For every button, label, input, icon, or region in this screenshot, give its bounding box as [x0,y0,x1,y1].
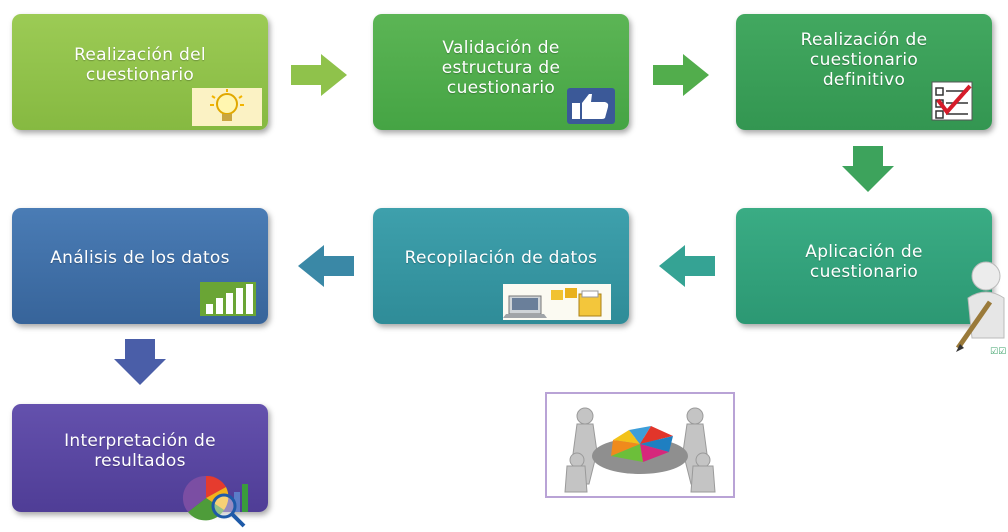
step-label: Validación de estructura de cuestionario [441,38,561,98]
step-label: Aplicación de cuestionario [805,242,923,282]
step-label: Realización de cuestionario definitivo [800,30,928,90]
arrow-down-2 [114,339,166,389]
chart-magnifier-icon [180,472,264,532]
arrow-left-2 [298,245,354,291]
step-aplicacion-cuestionario: Aplicación de cuestionario [736,208,992,324]
checklist-icon [930,80,974,127]
files-transfer-icon [503,284,611,325]
arrow-left-1 [659,245,715,291]
pen-figure-icon: ☑☑ [946,258,1006,360]
step-label: Interpretación de resultados [64,431,216,471]
step-realizacion-cuestionario: Realización del cuestionario [12,14,268,130]
step-realizacion-definitivo: Realización de cuestionario definitivo [736,14,992,130]
step-label: Recopilación de datos [404,248,598,268]
arrow-down-1 [842,146,894,196]
team-pie-chart-illustration [545,392,735,498]
arrow-right-1 [291,54,347,100]
step-label: Análisis de los datos [50,248,230,268]
thumbs-up-icon [567,88,615,129]
lightbulb-icon [192,88,262,131]
step-label: Realización del cuestionario [74,45,206,85]
step-interpretacion-resultados: Interpretación de resultados [12,404,268,512]
arrow-right-2 [653,54,709,100]
step-validacion-estructura: Validación de estructura de cuestionario [373,14,629,130]
team-pie-chart-icon [547,394,733,496]
bar-chart-icon [200,282,256,321]
step-recopilacion-datos: Recopilación de datos [373,208,629,324]
step-analisis-datos: Análisis de los datos [12,208,268,324]
svg-text:☑☑: ☑☑ [990,347,1006,356]
